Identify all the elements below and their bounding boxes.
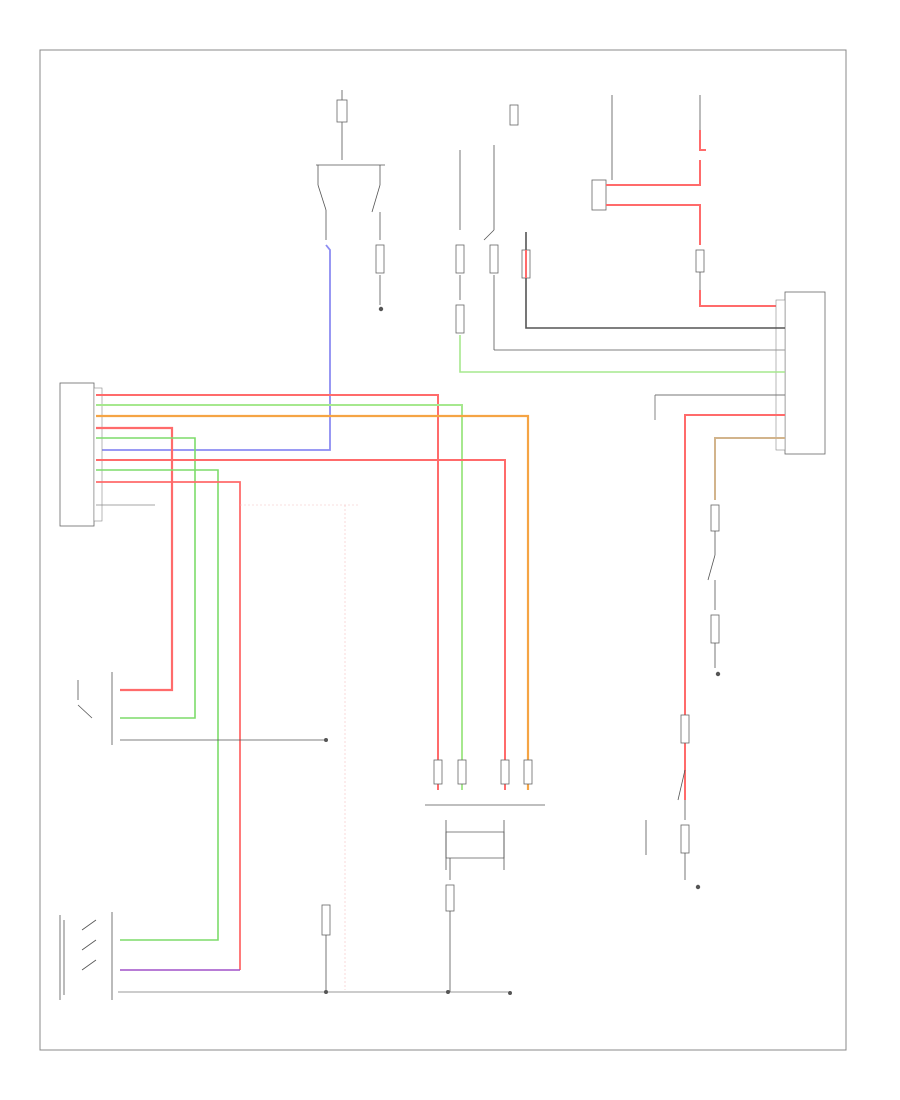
red-wire (96, 426, 174, 692)
switch-icon (375, 244, 385, 274)
ground-icon (695, 884, 701, 890)
connector-icon (680, 824, 690, 854)
connector-icon (445, 884, 455, 912)
gauge-feed-circuit (455, 104, 760, 351)
connector-icon (710, 614, 720, 644)
fuse-box-circuit (591, 95, 785, 307)
orange-wire (714, 437, 785, 500)
red-wire (96, 459, 506, 790)
left-front-speed-sensor (707, 504, 721, 677)
ground-icon (715, 671, 721, 677)
fuse-icon (509, 104, 519, 126)
green-wire (96, 437, 196, 719)
right-front-speed-sensor (645, 714, 701, 890)
connector-icon (489, 244, 499, 274)
ground-icon (508, 991, 512, 995)
connector-icon (500, 759, 510, 785)
connector-icon (710, 504, 720, 532)
orange-wire (96, 414, 530, 790)
connector-icon (455, 244, 465, 274)
ground-icon (378, 306, 384, 312)
gray-wire (525, 232, 760, 329)
ground-icon (446, 990, 450, 994)
blue-wire (96, 244, 331, 451)
connector-icon (523, 759, 533, 785)
engine-control-module (775, 291, 826, 455)
ground-icon (324, 738, 328, 742)
red-wire (96, 481, 241, 970)
connector-icon (433, 759, 443, 785)
clock-spring (425, 804, 545, 992)
fuse-icon (591, 179, 607, 211)
steering-wheel-switch (59, 912, 512, 1000)
diagram-frame (39, 49, 847, 1051)
ground-icon (324, 990, 328, 994)
red-wire (699, 290, 785, 307)
transmission-range-switch (77, 672, 328, 745)
connector-icon (321, 904, 331, 936)
cruise-control-module (59, 382, 103, 527)
green-wire (96, 469, 219, 941)
red-wire (606, 204, 701, 245)
stop-switch-circuit (316, 90, 385, 312)
red-wire (684, 414, 785, 800)
red-wire (606, 160, 701, 186)
connector-icon (680, 714, 690, 744)
light-green-wire (96, 404, 463, 790)
light-green-wire (459, 335, 760, 373)
connector-icon (455, 304, 465, 334)
fuse-icon (336, 99, 348, 123)
fuse-icon (695, 249, 705, 273)
red-wire (96, 394, 439, 790)
connector-icon (457, 759, 467, 785)
